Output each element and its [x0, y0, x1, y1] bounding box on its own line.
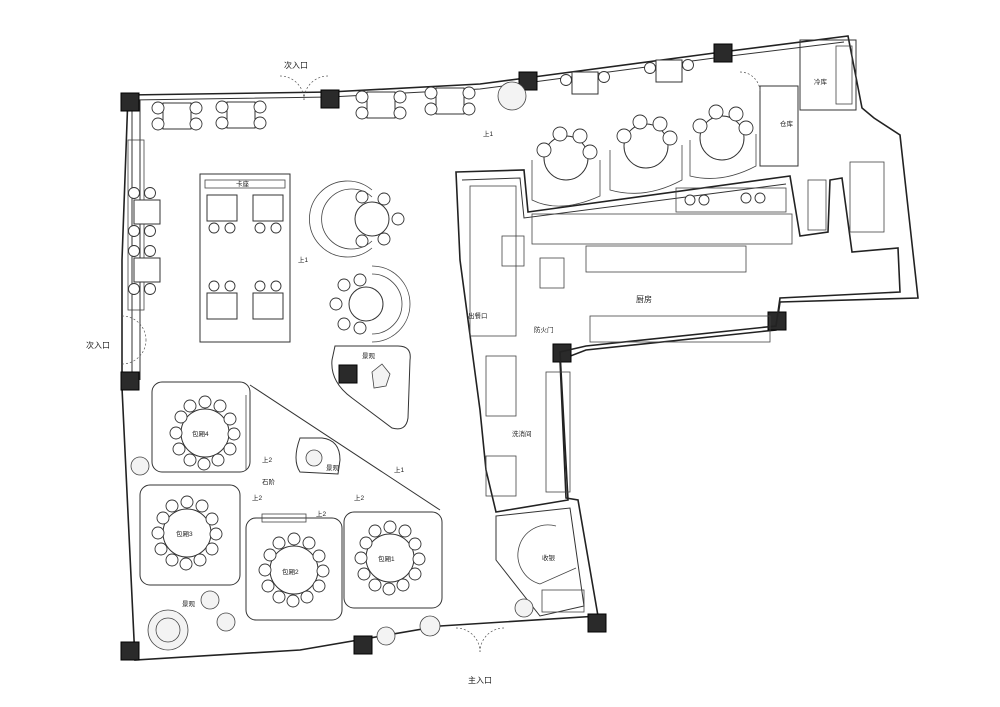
private-room-2: 包厢2 — [245, 513, 343, 621]
scenery-label-b: 景观 — [326, 464, 340, 472]
cashier-area: 收银 — [495, 507, 585, 617]
left-wall-tables — [127, 139, 161, 311]
step-up-2-label-c: 上2 — [316, 509, 327, 518]
kitchen-block: 厨房 出餐口 防火门 仓库 冷库 洗消间 — [455, 39, 901, 513]
column — [120, 641, 140, 661]
warehouse-label: 仓库 — [780, 119, 794, 128]
secondary-entrance-left-label: 次入口 — [86, 340, 110, 350]
step-up-2-label: 上2 — [262, 455, 273, 464]
private-room-3-label: 包厢3 — [176, 529, 193, 538]
window-tables-top — [151, 59, 694, 131]
private-room-1-label: 包厢1 — [378, 554, 395, 563]
round-tables-upper: 上1 — [483, 81, 757, 207]
landscape-plants: 景观 — [130, 456, 534, 651]
column — [320, 89, 340, 109]
booth-label: 卡座 — [236, 179, 250, 188]
partition-and-steps: 上2 石阶 上2 上2 上2 上1 景观 — [245, 384, 441, 518]
doors — [121, 71, 761, 653]
dishwashing-label: 洗消间 — [512, 429, 532, 438]
structural-columns — [120, 43, 787, 661]
column — [518, 71, 538, 91]
fire-door-label: 防火门 — [534, 325, 554, 334]
scenery-label: 景观 — [362, 352, 376, 360]
stone-steps-label: 石阶 — [262, 477, 276, 486]
column — [713, 43, 733, 63]
step-up-2-label-d: 上2 — [354, 493, 365, 502]
scenery-island: 景观 — [331, 345, 411, 430]
serving-window-label: 出餐口 — [468, 311, 488, 320]
secondary-entrance-top-label: 次入口 — [284, 60, 308, 70]
step-up-label-top: 上1 — [483, 129, 494, 138]
cashier-label: 收银 — [542, 553, 556, 562]
private-room-1: 包厢1 — [343, 511, 443, 609]
column — [552, 343, 572, 363]
step-up-1-label-mid: 上1 — [394, 465, 405, 474]
main-entrance-label: 主入口 — [468, 675, 492, 685]
column — [120, 92, 140, 112]
private-room-2-label: 包厢2 — [282, 567, 299, 576]
curved-banquettes — [309, 180, 411, 343]
column — [120, 371, 140, 391]
private-room-4: 包厢4 — [151, 381, 251, 473]
column — [587, 613, 607, 633]
booth-area: 卡座 上1 — [199, 173, 309, 343]
step-up-2-label-b: 上2 — [252, 493, 263, 502]
private-room-3: 包厢3 — [139, 484, 241, 586]
column — [353, 635, 373, 655]
private-room-4-label: 包厢4 — [192, 429, 209, 438]
kitchen-label: 厨房 — [636, 294, 652, 304]
step-up-label: 上1 — [298, 255, 309, 264]
cold-storage-label: 冷库 — [814, 77, 828, 86]
scenery-label-c: 景观 — [182, 600, 196, 608]
